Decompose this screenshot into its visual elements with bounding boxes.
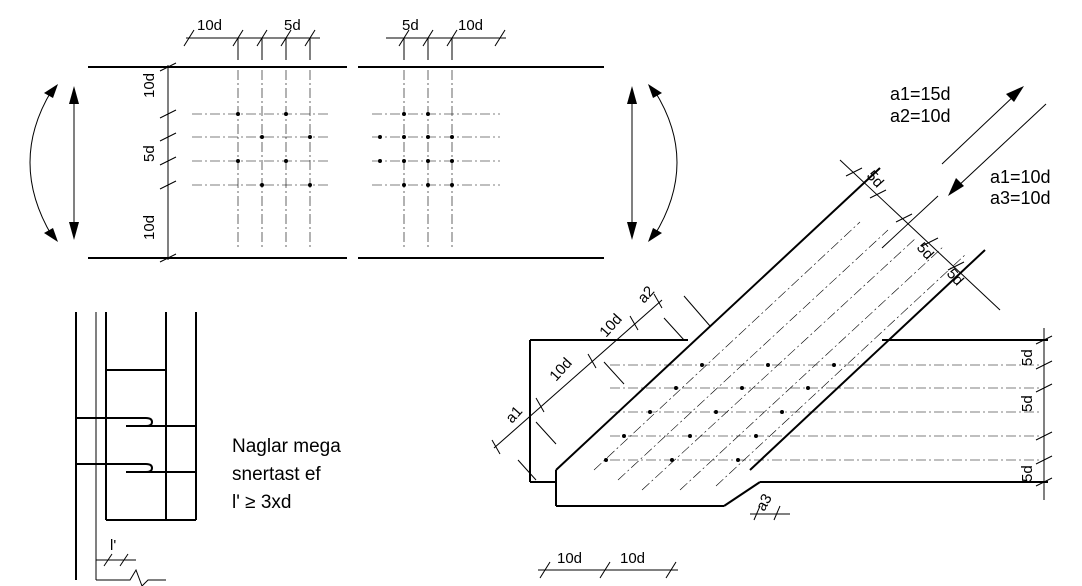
spacing-lower-line2: a3=10d [990,188,1051,208]
dim-top-5d-left: 5d [284,17,301,34]
dim-a3: a3 [753,491,776,514]
dim-top-10d-right: 10d [458,17,483,34]
dim-left-10d-top: 10d [141,73,158,98]
spacing-lower-line1: a1=10d [990,167,1051,187]
dim-a2: a2 [634,283,658,307]
note-line-3: l' ≥ 3xd [232,492,291,513]
overlap-detail-drawing: l' Naglar mega snertast ef l' ≥ 3xd [75,312,341,586]
overlap-dim-label: l' [110,537,116,554]
note-line-1: Naglar mega [232,436,341,457]
dim-incl-5d-2: 5d [913,239,937,263]
dim-top-5d-right: 5d [402,17,419,34]
spacing-upper-line1: a1=15d [890,84,951,104]
dim-bottom-10d-left: 10d [557,550,582,567]
note-line-2: snertast ef [232,464,321,485]
dim-right-5d-mid: 5d [1019,395,1036,412]
inclined-joint-drawing: 5d 5d 5d a1 10d 10d a2 5d 5d 5d a3 [491,84,1053,579]
dim-left-10d-bottom: 10d [141,215,158,240]
dim-left-5d: 5d [141,145,158,162]
dim-top-10d-left: 10d [197,17,222,34]
dim-incl-5d-1: 5d [863,167,887,191]
dim-right-5d-bottom: 5d [1019,465,1036,482]
dim-right-5d-top: 5d [1019,349,1036,366]
spacing-upper-line2: a2=10d [890,106,951,126]
top-member-drawing: 10d 5d 5d 10d 10d 5d 10d [29,17,678,263]
dim-bottom-10d-right: 10d [620,550,645,567]
